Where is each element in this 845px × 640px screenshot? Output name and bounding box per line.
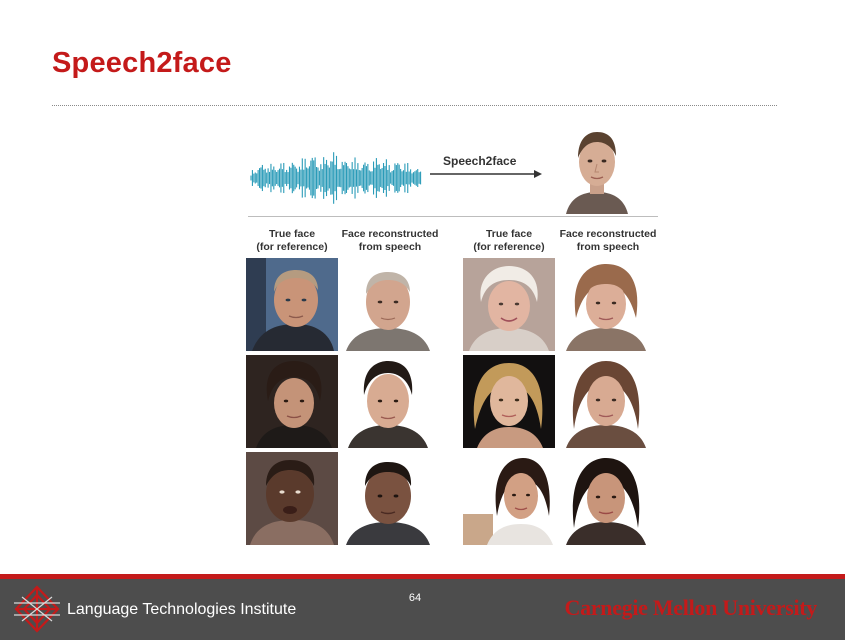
face-reconstructed [560, 258, 652, 351]
face-reconstructed [560, 355, 652, 448]
column-header-true-face-left: True face(for reference) [256, 228, 328, 253]
page-number: 64 [408, 592, 422, 604]
footer-bar: Language Technologies Institute 64 Carne… [0, 579, 845, 640]
speech2face-figure: Speech2face True face(for reference) Fac… [244, 118, 662, 548]
figure-divider [248, 216, 658, 217]
face-photo-true [246, 452, 338, 545]
face-reconstructed [342, 452, 434, 545]
face-photo-true [463, 452, 555, 545]
face-reconstructed [342, 258, 434, 351]
face-photo-true [463, 258, 555, 351]
face-output-top [564, 124, 630, 214]
footer-accent-line [0, 574, 845, 579]
arrow-right-icon [430, 170, 542, 178]
title-divider [52, 105, 777, 106]
pipeline-label: Speech2face [443, 154, 517, 168]
lti-logo-icon [14, 585, 60, 633]
slide-title: Speech2face [52, 47, 232, 79]
column-header-true-face-right: True face(for reference) [473, 228, 545, 253]
face-reconstructed [342, 355, 434, 448]
institute-name: Language Technologies Institute [67, 601, 297, 618]
face-photo-true [246, 258, 338, 351]
face-reconstructed [560, 452, 652, 545]
face-photo-true [246, 355, 338, 448]
audio-waveform [250, 152, 422, 204]
face-photo-true [463, 355, 555, 448]
university-name: Carnegie Mellon University [564, 595, 818, 620]
